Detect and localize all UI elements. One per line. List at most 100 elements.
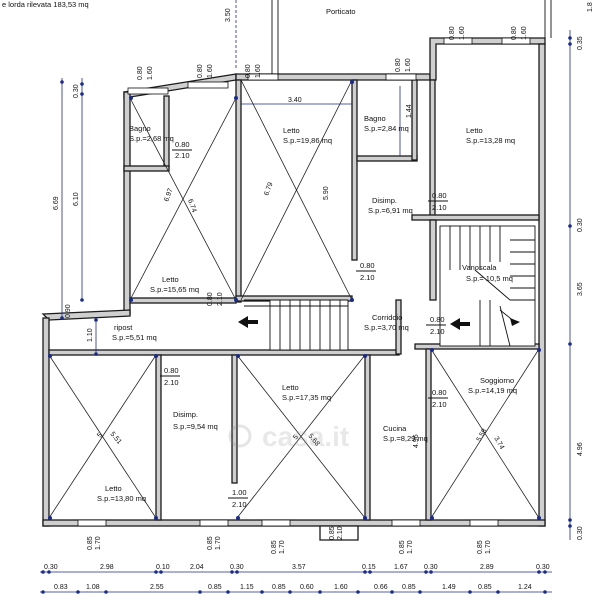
bottom-dimension-row-1: 0.30 2.98 0.10 2.04 0.30 3.57 0.15 1.67 … xyxy=(44,564,550,571)
left-dim: 0.90 xyxy=(65,304,72,318)
bottom-dim: 0.30 xyxy=(424,564,438,571)
door-3-height: 2.10 xyxy=(360,273,375,282)
window-dim: 1.70 xyxy=(215,536,222,550)
bottom-dim: 0.85 xyxy=(478,584,492,591)
diag-sogg-a: 5.58 xyxy=(476,428,489,443)
window-dim: 1.70 xyxy=(485,540,492,554)
door-labels: 0.80 2.10 0.80 2.10 0.80 2.10 0.80 2.10 … xyxy=(160,140,448,509)
room-area-disimp-2: S.p.=9,54 mq xyxy=(173,422,218,431)
windows-bottom xyxy=(77,519,499,527)
room-name-letto-2: Letto xyxy=(466,126,483,135)
mid-dim: 4.96 xyxy=(413,434,420,448)
window-dim: 0.80 xyxy=(245,64,252,78)
left-dim: 0.30 xyxy=(73,84,80,98)
bottom-dim: 0.60 xyxy=(300,584,314,591)
room-area-letto-1: S.p.=19,86 mq xyxy=(283,136,332,145)
window-dim: 0.85 xyxy=(399,540,406,554)
bottom-dim: 0.30 xyxy=(230,564,244,571)
door-6-height: 2.10 xyxy=(432,400,447,409)
diag-bagno-a: 6.97 xyxy=(163,187,174,202)
bottom-dim: 1.67 xyxy=(394,564,408,571)
door-1-width: 0.80 xyxy=(175,140,190,149)
door-7-width: 1.00 xyxy=(232,488,247,497)
bottom-dim: 0.30 xyxy=(536,564,550,571)
diag-letto4-a: 5 xyxy=(292,434,300,442)
room-area-vanoscala: S.p.= 10,5 mq xyxy=(466,274,513,283)
door-2-height: 2.10 xyxy=(432,203,447,212)
door-4-width: 0.80 xyxy=(430,315,445,324)
door-2-width: 0.80 xyxy=(432,191,447,200)
diag-ripost-a: 5 xyxy=(96,432,104,440)
right-dim: 1.8 xyxy=(587,2,594,12)
window-dim: 0.80 xyxy=(137,66,144,80)
bottom-dim: 1.60 xyxy=(334,584,348,591)
bottom-dim: 0.30 xyxy=(44,564,58,571)
bottom-dim: 1.15 xyxy=(240,584,254,591)
room-area-disimp-1: S.p.=6,91 mq xyxy=(368,206,413,215)
bottom-dim: 2.98 xyxy=(100,564,114,571)
window-dim: 1.70 xyxy=(279,540,286,554)
window-dim: 0.85 xyxy=(87,536,94,550)
bottom-dim: 0.15 xyxy=(362,564,376,571)
header-note: e lorda rilevata 183,53 mq xyxy=(2,0,89,9)
window-dim: 0.85 xyxy=(271,540,278,554)
window-dim: 1.60 xyxy=(207,64,214,78)
mid-dim: 0.80 xyxy=(207,292,214,306)
watermark-text: casa.it xyxy=(262,421,349,452)
left-dim: 1.10 xyxy=(87,328,94,342)
room-name-bagno-1: Bagno xyxy=(129,124,151,133)
room-area-letto-5: S.p.=13,80 mq xyxy=(97,494,146,503)
bottom-dim: 2.55 xyxy=(150,584,164,591)
bottom-dim: 0.83 xyxy=(54,584,68,591)
bottom-dim: 2.04 xyxy=(190,564,204,571)
window-dim: 1.60 xyxy=(405,58,412,72)
room-diagonals xyxy=(48,79,541,520)
porticato-area xyxy=(235,0,552,80)
bottom-dim: 1.08 xyxy=(86,584,100,591)
right-dim: 0.35 xyxy=(577,36,584,50)
door-4-height: 2.10 xyxy=(430,327,445,336)
right-dim: 0.30 xyxy=(577,218,584,232)
window-dim: 1.60 xyxy=(147,66,154,80)
dim-bagno2-w: 1.44 xyxy=(406,104,413,118)
bottom-dim: 0.66 xyxy=(374,584,388,591)
window-dim: 2.10 xyxy=(337,526,344,540)
diag-ripost-b: 5.51 xyxy=(108,431,122,446)
room-name-letto-1: Letto xyxy=(283,126,300,135)
bottom-dim: 0.10 xyxy=(156,564,170,571)
window-dim: 0.80 xyxy=(511,26,518,40)
windows-top xyxy=(127,37,531,95)
window-dim: 1.60 xyxy=(255,64,262,78)
window-dim: 0.85 xyxy=(477,540,484,554)
left-dim: 6.69 xyxy=(53,196,60,210)
window-labels-bottom: 0.85 1.70 0.85 1.70 0.85 1.70 0.85 2.10 … xyxy=(87,526,492,554)
room-labels: Bagno S.p.=2,68 mq Letto S.p.=19,86 mq B… xyxy=(97,114,517,503)
bottom-dim: 0.85 xyxy=(208,584,222,591)
bottom-dim: 1.24 xyxy=(518,584,532,591)
room-area-letto-2: S.p.=13,28 mq xyxy=(466,136,515,145)
door-3-width: 0.80 xyxy=(360,261,375,270)
bottom-dim: 0.85 xyxy=(272,584,286,591)
room-name-disimp-2: Disimp. xyxy=(173,410,198,419)
room-name-corridoio: Corridoio xyxy=(372,313,402,322)
door-7-height: 2.10 xyxy=(232,500,247,509)
room-name-bagno-2: Bagno xyxy=(364,114,386,123)
dimension-lines xyxy=(40,30,572,594)
door-5-height: 2.10 xyxy=(164,378,179,387)
bottom-dim: 0.85 xyxy=(402,584,416,591)
bottom-dim: 3.57 xyxy=(292,564,306,571)
bottom-dim: 1.49 xyxy=(442,584,456,591)
mid-dim: 2.10 xyxy=(217,292,224,306)
room-name-letto-5: Letto xyxy=(105,484,122,493)
diag-bagno-b: 6.74 xyxy=(186,198,197,213)
room-name-letto-3: Letto xyxy=(162,275,179,284)
bottom-dim: 2.89 xyxy=(480,564,494,571)
room-area-letto-3: S.p.=15,65 mq xyxy=(150,285,199,294)
room-area-letto-4: S.p.=17,35 mq xyxy=(282,393,331,402)
room-area-soggiorno: S.p.=14,19 mq xyxy=(468,386,517,395)
window-dim: 1.70 xyxy=(95,536,102,550)
room-area-ripost: S.p.=5,51 mq xyxy=(112,333,157,342)
window-dim: 0.85 xyxy=(329,526,336,540)
door-5-width: 0.80 xyxy=(164,366,179,375)
